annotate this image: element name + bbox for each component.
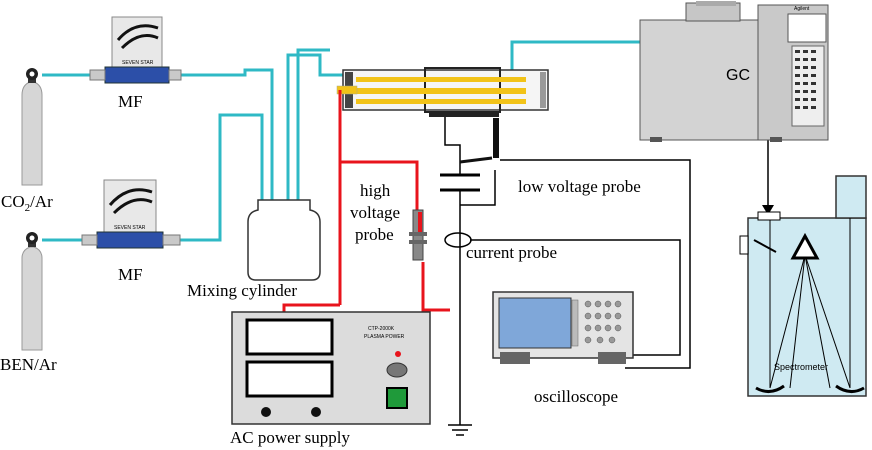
mf-brand-1: SEVEN STAR bbox=[122, 60, 154, 66]
diffraction-grating bbox=[790, 232, 820, 260]
signal-wiring bbox=[440, 117, 769, 425]
label-low-voltage-probe: low voltage probe bbox=[518, 177, 641, 196]
psu-panel-text-1: CTP-2000K bbox=[368, 326, 395, 332]
gas-chromatograph: Agilent bbox=[639, 1, 829, 142]
gas-cylinder-co2 bbox=[21, 68, 43, 186]
gas-line-mf1-to-mixer bbox=[180, 68, 274, 232]
gc-keypad bbox=[795, 50, 816, 109]
current-probe bbox=[444, 232, 472, 248]
dbd-reactor bbox=[336, 67, 549, 117]
oscilloscope-screen bbox=[498, 297, 572, 349]
label-hv-probe-2: voltage bbox=[350, 203, 400, 222]
low-voltage-probe bbox=[493, 118, 499, 158]
label-current-probe: current probe bbox=[466, 243, 557, 262]
oscilloscope-knobs bbox=[584, 300, 622, 344]
psu-terminal-2 bbox=[311, 407, 321, 417]
label-ac-power-supply: AC power supply bbox=[230, 428, 350, 447]
low-voltage-probe-lead bbox=[460, 170, 496, 206]
gas-line-mixer-to-reactor-2 bbox=[296, 48, 330, 225]
ground-symbol-icon bbox=[448, 424, 472, 436]
ac-power-supply: CTP-2000K PLASMA POWER bbox=[231, 311, 431, 425]
label-oscilloscope: oscilloscope bbox=[534, 387, 618, 406]
spectrometer bbox=[739, 175, 867, 397]
hv-wire-psu-top bbox=[282, 303, 340, 312]
psu-knob bbox=[386, 362, 408, 378]
label-mf-bottom: MF bbox=[118, 265, 143, 284]
psu-indicator-light bbox=[395, 351, 401, 357]
psu-terminal-1 bbox=[261, 407, 271, 417]
psu-panel-text-2: PLASMA POWER bbox=[364, 334, 405, 340]
mass-flow-controller-2: SEVEN STAR bbox=[81, 179, 181, 249]
psu-display-1 bbox=[245, 318, 334, 356]
label-ben-ar: BEN/Ar bbox=[0, 355, 57, 374]
label-gc: GC bbox=[726, 67, 750, 84]
label-hv-probe-1: high bbox=[360, 181, 391, 200]
hv-wire-probe bbox=[340, 160, 419, 215]
label-mf-top: MF bbox=[118, 92, 143, 111]
low-voltage-probe-wire bbox=[500, 159, 691, 369]
psu-display-2 bbox=[245, 360, 334, 398]
current-probe-wire bbox=[470, 239, 681, 356]
label-hv-probe-3: probe bbox=[355, 225, 394, 244]
gas-cylinder-ben bbox=[21, 232, 43, 351]
label-spectrometer: Spectrometer bbox=[774, 362, 828, 372]
label-co2-ar: CO2/Ar bbox=[1, 192, 53, 214]
mf-brand-2: SEVEN STAR bbox=[114, 225, 146, 231]
arrow-to-spectrometer bbox=[762, 205, 774, 215]
label-mixing-cylinder: Mixing cylinder bbox=[187, 281, 297, 300]
psu-power-button bbox=[386, 387, 408, 409]
gas-line-mixer-to-reactor bbox=[286, 53, 345, 225]
gc-brand: Agilent bbox=[794, 6, 810, 12]
mirror-left bbox=[755, 384, 785, 393]
oscilloscope bbox=[492, 291, 634, 364]
low-voltage-probe-tip bbox=[459, 156, 493, 164]
ground-wire-main bbox=[444, 117, 461, 175]
spectrometer-optics bbox=[769, 218, 851, 389]
mixing-cylinder bbox=[247, 199, 321, 281]
mass-flow-controller-1: SEVEN STAR bbox=[89, 16, 182, 84]
high-voltage-wiring bbox=[282, 90, 450, 312]
gas-line-mf2-to-mixer bbox=[180, 113, 264, 242]
mirror-right bbox=[835, 384, 865, 393]
high-voltage-probe bbox=[409, 209, 427, 261]
hv-wire-probe-to-scope bbox=[421, 262, 450, 312]
